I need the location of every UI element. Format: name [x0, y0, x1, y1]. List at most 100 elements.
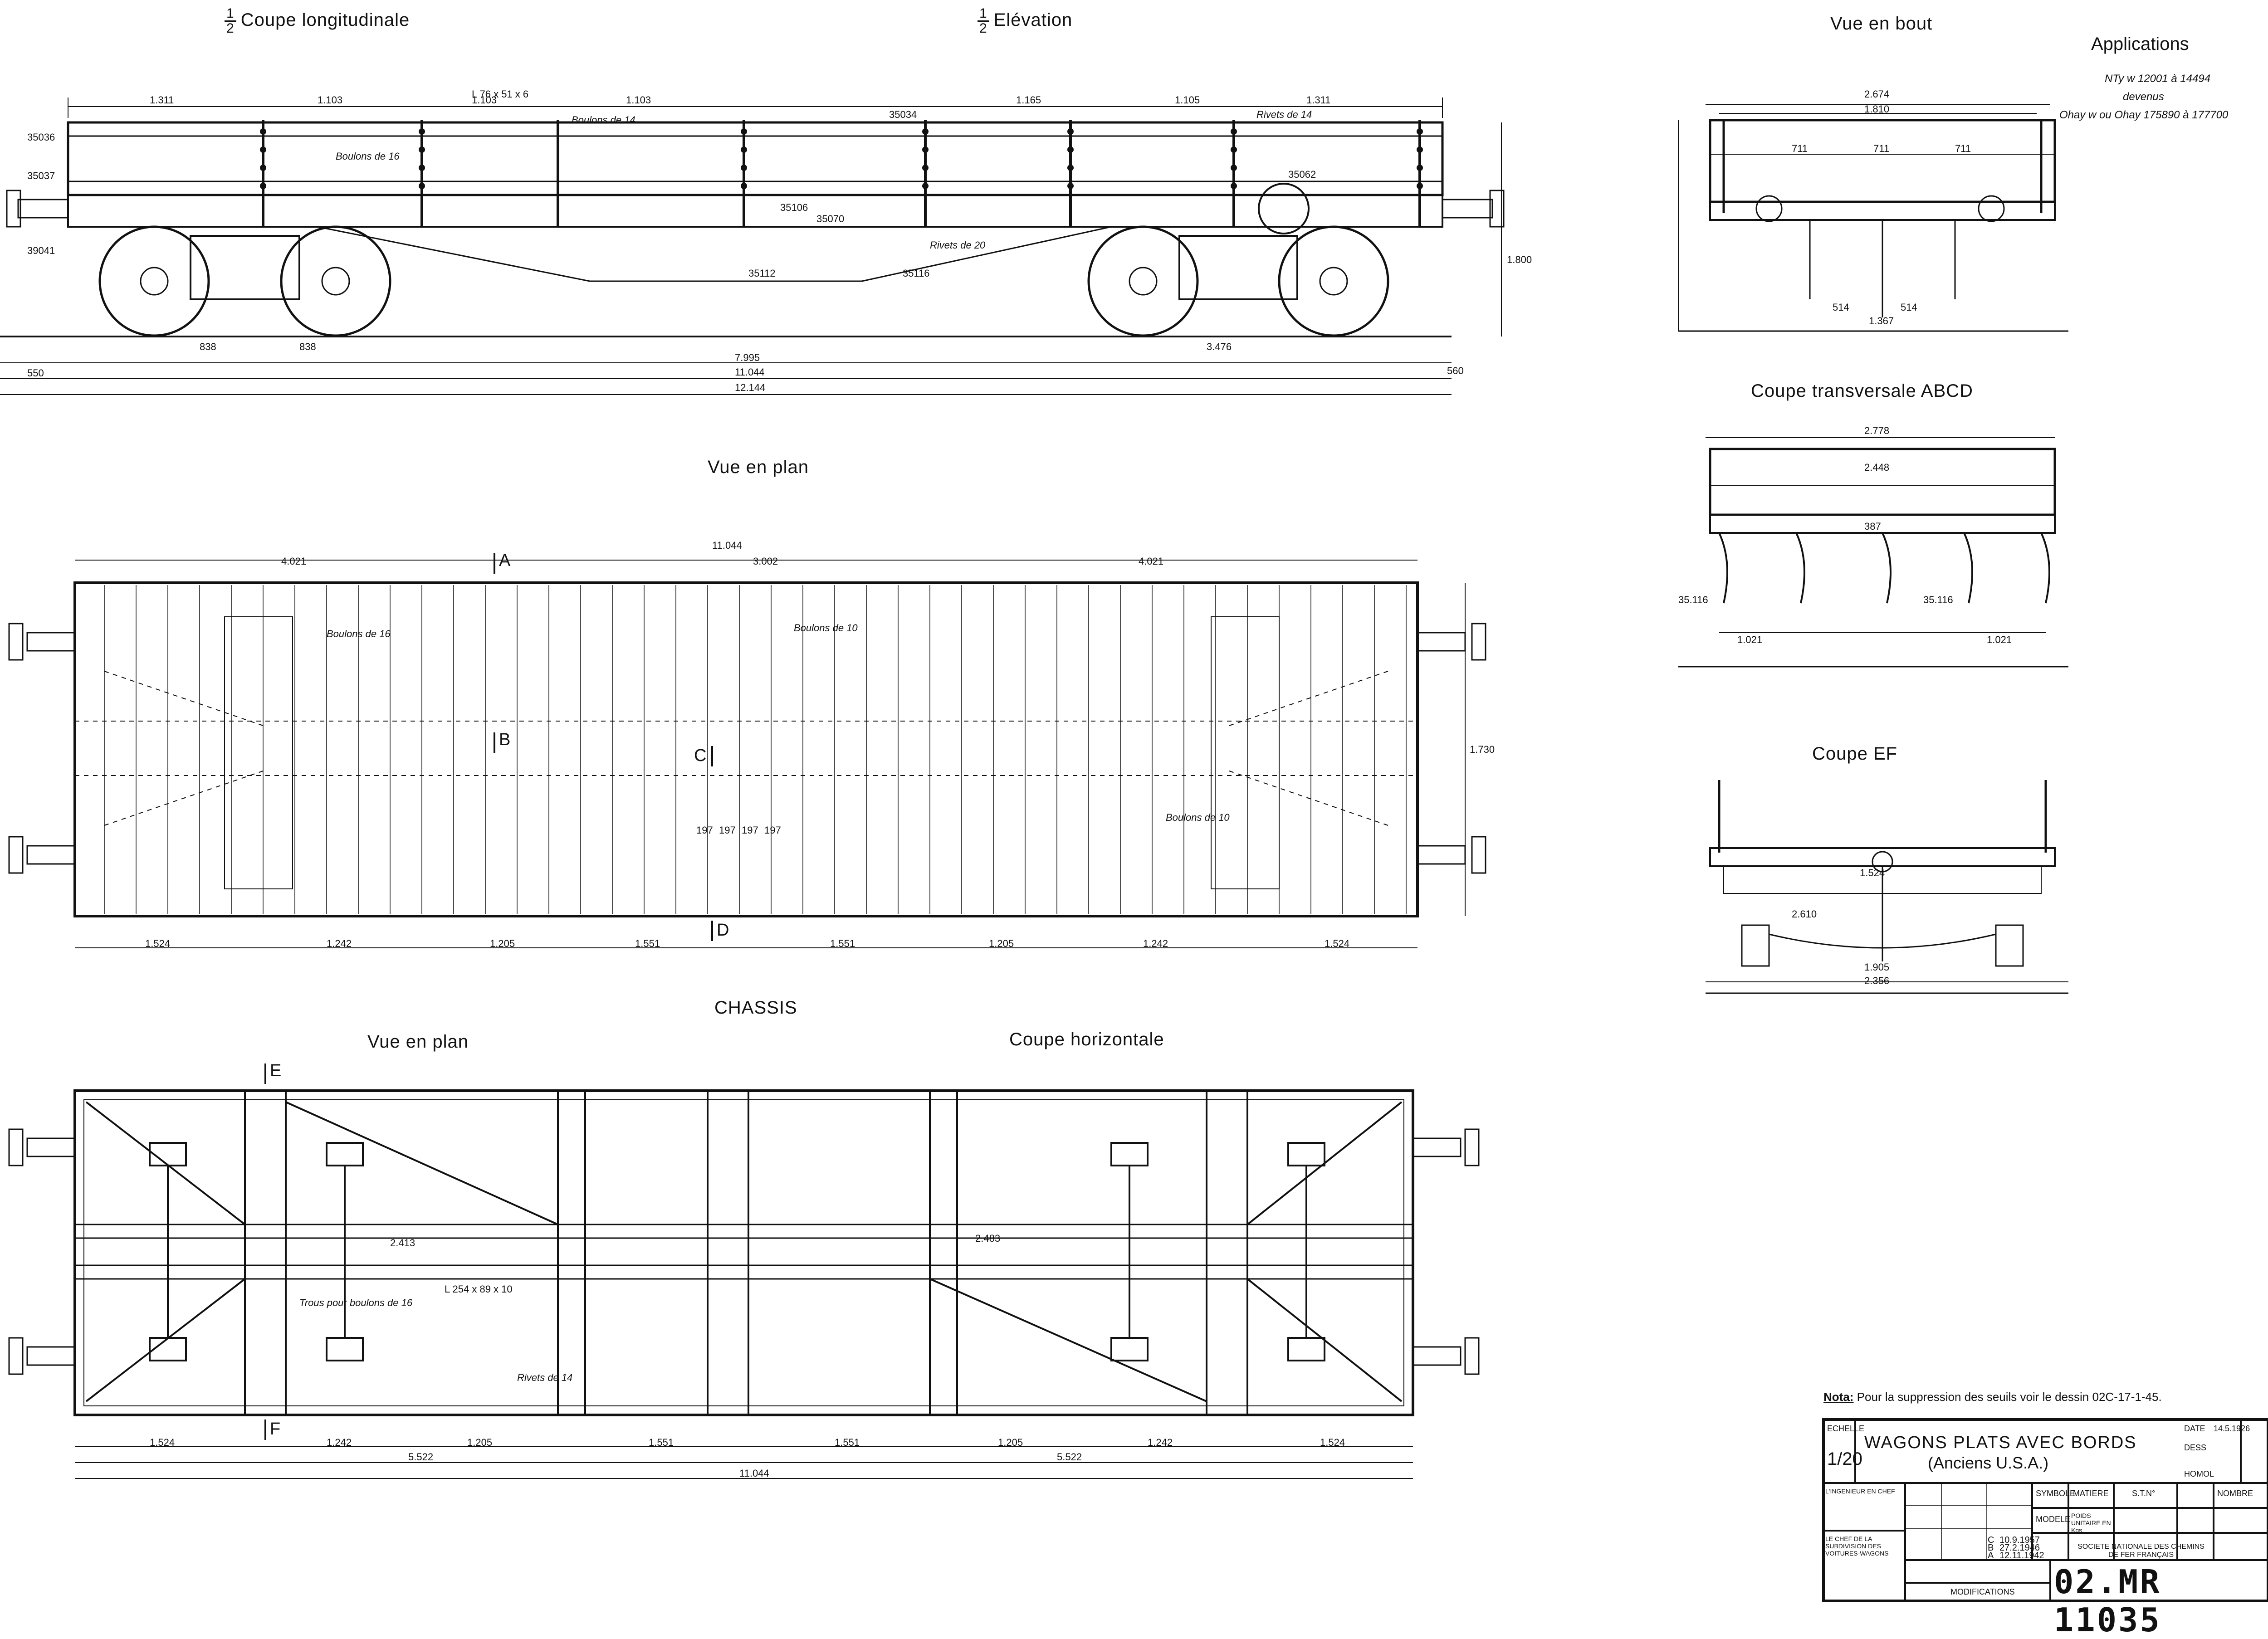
revision-date: 12.11.1942: [1999, 1551, 2044, 1561]
title-vue-en-plan: Vue en plan: [708, 457, 809, 477]
note-label: 35062: [1288, 169, 1316, 180]
dim-label: 711: [1792, 143, 1808, 154]
applications-line-3: Ohay w ou Ohay 175890 à 177700: [2059, 109, 2229, 121]
note-label: Boulons de 16: [327, 628, 391, 639]
modifications-label: MODIFICATIONS: [1950, 1587, 2015, 1596]
echelle-value: 1/20: [1827, 1449, 1862, 1469]
dim-label: 11.044: [712, 540, 742, 551]
dim-label: 1.524: [145, 938, 171, 949]
dim-label: 838: [200, 341, 216, 352]
homol-label: HOMOL: [2184, 1469, 2214, 1478]
section-marker-c: C: [694, 746, 707, 765]
dim-label: 1.103: [318, 94, 343, 106]
nota: Nota: Pour la suppression des seuils voi…: [1823, 1390, 2162, 1404]
dim-label: 1.524: [1860, 867, 1885, 878]
note-label: 35116: [903, 268, 930, 279]
technical-drawing: [0, 98, 2268, 1602]
ingenieur-label: L'INGENIEUR EN CHEF: [1825, 1488, 1895, 1495]
dim-label: 5.522: [1057, 1451, 1082, 1463]
note-label: L 76 x 51 x 6: [472, 88, 529, 100]
dim-label: 4.021: [1139, 556, 1164, 567]
note-label: 35036: [27, 132, 55, 143]
dim-label: 1.551: [635, 938, 660, 949]
note-label: 35037: [27, 170, 55, 181]
dim-label: 1.810: [1864, 103, 1890, 115]
stn-label: S.T.N°: [2132, 1489, 2156, 1498]
dim-label: 1.242: [1143, 938, 1168, 949]
dim-label: 1.551: [835, 1437, 860, 1448]
view-label: Elévation: [993, 10, 1073, 30]
plan-view: [8, 553, 1486, 948]
revision-letter: B: [1988, 1543, 1994, 1553]
dim-label: 5.522: [408, 1451, 434, 1463]
dim-label: 11.044: [735, 366, 765, 378]
dim-label: 1.551: [649, 1437, 674, 1448]
dim-label: 1.242: [1148, 1437, 1173, 1448]
note-label: Trous pour boulons de 16: [299, 1297, 413, 1308]
dim-label: 711: [1873, 143, 1890, 154]
note-label: 39041: [27, 245, 55, 256]
dim-label: 1.311: [150, 94, 174, 106]
dim-label: 2.610: [1792, 908, 1817, 920]
revision-date: 10.9.1957: [1999, 1535, 2040, 1545]
dim-label: 1.551: [830, 938, 855, 949]
dim-label: 1.165: [1016, 94, 1041, 106]
note-label: 2.413: [390, 1237, 415, 1249]
dim-label: 2.356: [1864, 975, 1890, 986]
end-view: [1678, 104, 2068, 332]
dim-label: 1.103: [626, 94, 651, 106]
dim-label: 1.205: [998, 1437, 1023, 1448]
note-label: 35106: [780, 202, 808, 213]
dim-label: 1.103: [472, 94, 497, 106]
dim-label: 1.021: [1737, 634, 1763, 645]
symbole-label: SYMBOLE: [2036, 1489, 2076, 1498]
note-label: Boulons de 16: [336, 151, 400, 162]
date-label: DATE: [2184, 1424, 2205, 1433]
poids-label: POIDS UNITAIRE EN Kgs: [2071, 1512, 2111, 1534]
applications-title: Applications: [2091, 34, 2189, 54]
dim-label: 4.021: [281, 556, 307, 567]
title-coupe-abcd: Coupe transversale ABCD: [1751, 381, 1973, 401]
revision-date: 27.2.1946: [1999, 1543, 2040, 1553]
drawing-title-line-1: WAGONS PLATS AVEC BORDS: [1864, 1433, 2137, 1452]
note-label: Rivets de 20: [930, 239, 986, 251]
dim-label: 550: [27, 367, 44, 379]
revision-letter: A: [1988, 1551, 1994, 1561]
section-marker-f: F: [270, 1419, 281, 1439]
revision-letter: C: [1988, 1535, 1994, 1545]
dim-label: 1.730: [1470, 744, 1495, 755]
title-coupe-horizontale: Coupe horizontale: [1009, 1029, 1164, 1049]
fraction-denominator: 2: [226, 21, 235, 36]
dim-label: 7.995: [735, 352, 760, 363]
dim-label: 514: [1833, 302, 1849, 313]
view-label: Coupe longitudinale: [240, 10, 410, 30]
section-marker-b: B: [499, 730, 511, 749]
dim-label: 197: [719, 824, 736, 836]
dim-label: 1.524: [1325, 938, 1350, 949]
fraction-numerator: 1: [978, 7, 989, 22]
dim-label: 1.105: [1175, 94, 1200, 106]
section-ef: [1706, 780, 2068, 994]
drawing-title-line-2: (Anciens U.S.A.): [1928, 1454, 2049, 1472]
dim-label: 1.311: [1306, 94, 1331, 106]
dim-label: 1.524: [150, 1437, 175, 1448]
dim-label: 1.524: [1320, 1437, 1345, 1448]
dim-label: 711: [1955, 143, 1971, 154]
chef-label: LE CHEF DE LA SUBDIVISION DES VOITURES-W…: [1825, 1535, 1889, 1557]
dim-label: 197: [696, 824, 713, 836]
dess-label: DESS: [2184, 1443, 2207, 1452]
title-coupe-ef: Coupe EF: [1812, 744, 1898, 764]
note-label: Boulons de 14: [572, 114, 635, 126]
dim-label: 1.021: [1987, 634, 2012, 645]
side-elevation: [0, 98, 1505, 395]
section-marker-a: A: [499, 551, 511, 570]
chassis-view: [8, 1063, 1480, 1479]
dim-label: 3.002: [753, 556, 778, 567]
dim-label: 1.800: [1507, 254, 1532, 265]
section-abcd: [1678, 437, 2068, 668]
dim-label: 11.044: [739, 1468, 769, 1479]
